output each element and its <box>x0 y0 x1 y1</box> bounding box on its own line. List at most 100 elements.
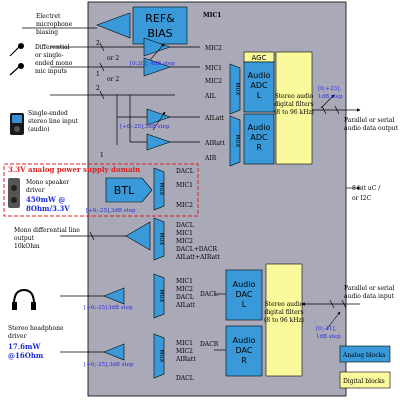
adc-gain-label-2: 1dB step <box>318 94 343 100</box>
adc-r-label-1: Audio <box>248 123 271 132</box>
legend-digital-label: Digital blocks <box>343 378 385 385</box>
num-1-a: 1 <box>96 71 100 78</box>
mono-diff-label-3: 10kOhm <box>14 243 40 250</box>
dac-r-label-2: DAC <box>236 346 253 355</box>
hp-label-1: Stereo headphone <box>8 325 64 332</box>
single-ended-label-1: Single-ended <box>28 110 68 117</box>
hp-l-in-3: DACL <box>176 294 194 301</box>
electret-label: Electret <box>36 13 61 20</box>
btl-in-1: DACL <box>176 168 194 175</box>
electret-label-2: microphone <box>36 21 73 28</box>
mic1-block-label: MIC1 <box>203 12 221 19</box>
btl-label: BTL <box>114 184 135 197</box>
dac-digital-filter <box>265 263 303 377</box>
adc-r-label-3: R <box>256 143 262 152</box>
adc-mux-r <box>229 115 241 167</box>
dac-l-block <box>225 269 263 321</box>
sig-mic2-b: MIC2 <box>205 78 222 85</box>
hp-l-in-2: MIC2 <box>176 286 193 293</box>
legend-digital-swatch <box>339 371 391 389</box>
btl-mux <box>153 167 165 211</box>
diff-mic-label-4: mic inputs <box>35 68 67 75</box>
adc-r-label-2: ADC <box>250 133 268 142</box>
hp-amp-r <box>103 343 125 361</box>
dacl-out: DACL <box>200 291 218 298</box>
ref-bias-label-1: REF& <box>145 12 175 25</box>
dac-gain-label-2: 1dB step <box>316 334 341 340</box>
hp-mux-r <box>153 333 165 379</box>
hp-mux-l <box>153 273 165 319</box>
sig-ail: AIL <box>204 93 216 100</box>
speaker-icon <box>8 178 20 208</box>
num-2-b: 2 <box>96 85 100 92</box>
btl-mux-label: MUX <box>158 183 164 196</box>
hp-l-in-4: AILatt <box>175 302 196 309</box>
hp-amp-l <box>103 287 125 305</box>
mono-in-5: AILatt+AIRatt <box>175 254 220 261</box>
adc-mux-l-label: MUX <box>234 83 240 96</box>
dac-filter-label-1: Stereo audio <box>265 301 304 308</box>
sig-airatt: AIRatt <box>204 140 225 147</box>
diff-mic-label-2: or single- <box>35 52 64 59</box>
mono-mux-label: MUX <box>158 233 164 246</box>
diff-mic-label-1: Differential <box>35 44 70 51</box>
power-domain-box <box>3 163 199 217</box>
dac-r-label-1: Audio <box>233 336 256 345</box>
adc-r-block <box>243 113 275 165</box>
power-domain-label: 3.3V analog power supply domain <box>8 165 140 174</box>
hp-gain-l-2: 3dB step <box>108 305 133 311</box>
hp-mux-r-label: MUX <box>158 350 164 363</box>
hp-l-in-1: MIC1 <box>176 278 193 285</box>
btl-amp <box>105 177 153 203</box>
adc-filter-label-2: digital filters <box>274 101 313 108</box>
mono-diff-label-1: Mono differential line <box>14 227 80 234</box>
adc-mux-l <box>229 63 241 115</box>
mono-diff-label-2: output <box>14 235 35 242</box>
mono-spk-spec-1: 450mW @ <box>26 195 65 204</box>
adc-l-label-3: L <box>257 91 262 100</box>
ref-bias-label-2: BIAS <box>147 27 172 40</box>
microphone-icon <box>9 43 24 57</box>
ctrl-label-2: or I2C <box>352 195 372 202</box>
in-serial-label-1: Parallel or serial <box>344 285 394 292</box>
btl-in-2: MIC1 <box>176 182 193 189</box>
diff-mic-label-3: ended mono <box>35 60 73 67</box>
btl-gain-label: [+6;-25],3dB step <box>86 208 136 214</box>
adc-mux-r-label: MUX <box>234 135 240 148</box>
sig-ailatt: AILatt <box>204 115 225 122</box>
dac-l-label-3: L <box>242 300 247 309</box>
headphone-icon <box>12 288 36 310</box>
ref-bias-block <box>132 6 188 45</box>
mono-spk-spec-2: 8Ohm/3.3V <box>26 204 70 213</box>
single-ended-label-2: stereo line input <box>28 118 79 125</box>
hp-r-in-3: AIRatt <box>175 356 196 363</box>
electret-bias-triangle <box>96 12 131 39</box>
dac-l-label-1: Audio <box>233 280 256 289</box>
dac-r-block <box>225 325 263 377</box>
hp-label-2: driver <box>8 333 27 340</box>
out-serial-label-1: Parallel or serial <box>344 117 394 124</box>
out-serial-label-2: audio data output <box>344 125 399 132</box>
sig-air: AIR <box>204 155 217 162</box>
mic-gain-label: [0;20], 4dB step <box>130 61 175 67</box>
num-2-a: 2 <box>96 40 100 47</box>
hp-spec-2: @16Ohm <box>8 351 44 360</box>
adc-l-block <box>243 61 275 113</box>
mono-in-2: MIC1 <box>176 230 193 237</box>
hp-gain-r: [+6;-25],3dB step <box>84 362 134 368</box>
mono-spk-label-2: driver <box>26 187 45 194</box>
adc-l-label-2: ADC <box>250 81 268 90</box>
sig-mic2-a: MIC2 <box>205 45 222 52</box>
adc-filter-label-1: Stereo audio <box>275 93 314 100</box>
mic-preamp-1 <box>143 37 171 57</box>
adc-l-label-1: Audio <box>248 71 271 80</box>
mono-mux <box>153 217 165 261</box>
dac-gain-label-1: [0;-31], <box>316 326 337 332</box>
num-1-b: 1 <box>100 152 104 159</box>
hp-mux-l-label: MUX <box>158 290 164 303</box>
hp-r-in-2: MIC2 <box>176 348 193 355</box>
btl-in-3: MIC2 <box>176 202 193 209</box>
dac-r-label-3: R <box>241 356 247 365</box>
adc-digital-filter <box>275 51 313 165</box>
